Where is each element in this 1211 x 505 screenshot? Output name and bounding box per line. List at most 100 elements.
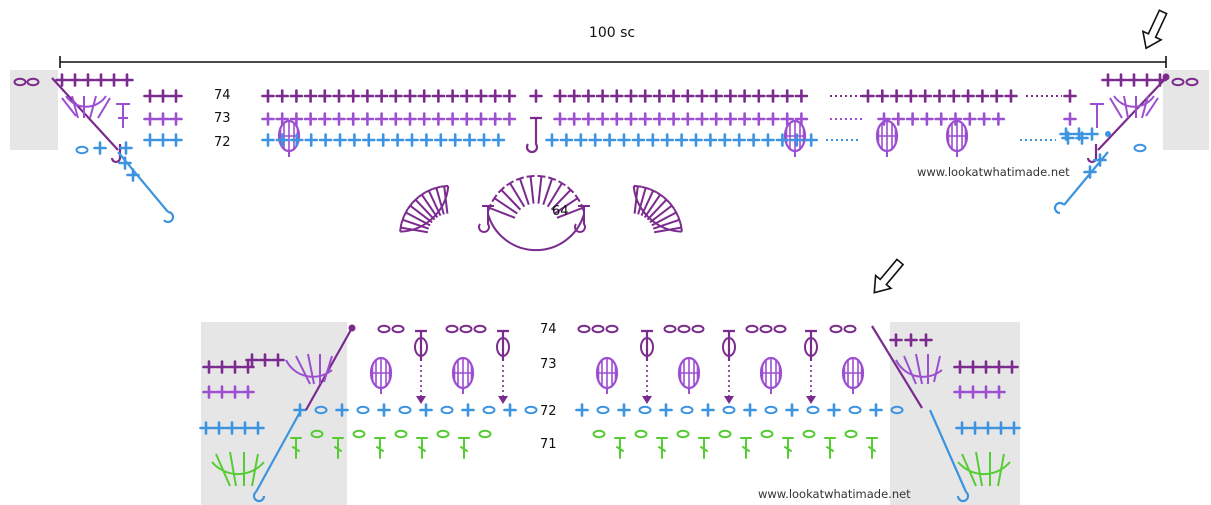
dc-top xyxy=(633,184,642,188)
dc-stem xyxy=(654,226,682,234)
chain-icon xyxy=(722,405,736,415)
dc-top xyxy=(399,223,403,232)
diagonal-connector xyxy=(871,325,923,409)
single-crochet-icon xyxy=(804,133,819,147)
dc-top xyxy=(656,191,665,198)
row-label-64: 64 xyxy=(552,204,569,219)
dc-top xyxy=(411,196,420,204)
single-crochet-icon xyxy=(169,89,183,103)
dc-top xyxy=(497,186,506,194)
double-crochet-icon xyxy=(656,437,668,459)
watermark-bottom: www.lookatwhatimade.net xyxy=(758,487,911,501)
row-73-stitches xyxy=(143,112,1077,159)
single-crochet-icon xyxy=(737,89,752,103)
chain-icon xyxy=(691,324,705,334)
dc-top xyxy=(558,180,566,187)
chain-icon xyxy=(394,429,408,439)
single-crochet-icon xyxy=(732,133,747,147)
dc-top xyxy=(526,174,535,178)
dc-top xyxy=(673,208,679,217)
popcorn-stitch-icon xyxy=(875,119,899,159)
single-crochet-icon xyxy=(120,73,134,87)
popcorn-stitch-icon xyxy=(451,356,475,396)
single-crochet-icon xyxy=(333,133,347,147)
single-crochet-icon xyxy=(932,89,947,103)
single-crochet-icon xyxy=(417,112,432,126)
single-crochet-icon xyxy=(1114,73,1128,87)
single-crochet-icon xyxy=(666,89,681,103)
single-crochet-icon xyxy=(609,112,624,126)
dc-stem xyxy=(649,204,673,224)
top-left-corner xyxy=(13,77,175,224)
chain-icon xyxy=(352,429,366,439)
dc-stem xyxy=(414,199,436,221)
chain-icon xyxy=(680,405,694,415)
single-crochet-icon xyxy=(261,89,275,103)
dc-stem xyxy=(646,199,668,221)
chain-icon xyxy=(592,429,606,439)
single-crochet-icon xyxy=(360,89,375,103)
single-crochet-icon xyxy=(559,133,574,147)
single-crochet-icon xyxy=(419,133,434,147)
single-crochet-icon xyxy=(573,133,588,147)
single-crochet-icon xyxy=(1101,73,1115,87)
dc-stem xyxy=(509,182,526,208)
single-crochet-icon xyxy=(861,89,875,103)
arrow-icon xyxy=(1141,9,1168,50)
single-crochet-icon xyxy=(332,89,346,103)
dc-top xyxy=(406,201,414,210)
row-64-fans xyxy=(399,174,683,252)
single-crochet-icon xyxy=(595,89,610,103)
single-crochet-icon xyxy=(303,112,318,126)
hook-icon xyxy=(574,205,590,233)
single-crochet-icon xyxy=(94,73,108,87)
single-crochet-icon xyxy=(680,89,695,103)
chain-icon xyxy=(596,405,610,415)
stitch-count-measure xyxy=(59,56,1167,68)
single-crochet-icon xyxy=(717,133,732,147)
chain-icon xyxy=(605,324,619,334)
single-crochet-icon xyxy=(689,133,703,147)
dc-stem xyxy=(546,182,563,208)
single-crochet-icon xyxy=(346,89,361,103)
single-crochet-icon xyxy=(156,112,170,126)
row-74-stitches xyxy=(55,73,1167,103)
single-crochet-icon xyxy=(317,112,332,126)
single-crochet-icon xyxy=(81,73,95,87)
hook-icon xyxy=(956,491,970,503)
single-crochet-icon xyxy=(785,403,799,417)
single-crochet-icon xyxy=(581,112,596,126)
dc-stem xyxy=(556,206,583,219)
single-crochet-icon xyxy=(503,403,517,417)
single-crochet-icon xyxy=(545,133,559,147)
single-crochet-icon xyxy=(905,112,920,126)
single-crochet-icon xyxy=(660,133,675,147)
chain-icon xyxy=(677,324,691,334)
double-crochet-icon xyxy=(740,437,752,459)
dc-top xyxy=(537,174,546,178)
chain-icon xyxy=(634,429,648,439)
chain-icon xyxy=(524,405,538,415)
single-crochet-icon xyxy=(433,133,448,147)
stitch-count-label: 100 sc xyxy=(589,25,635,41)
single-crochet-icon xyxy=(169,112,183,126)
single-crochet-icon xyxy=(609,89,624,103)
single-crochet-icon xyxy=(317,89,332,103)
single-crochet-icon xyxy=(761,133,775,147)
single-crochet-icon xyxy=(695,89,709,103)
double-crochet-icon xyxy=(458,437,470,459)
single-crochet-icon xyxy=(624,112,638,126)
single-crochet-icon xyxy=(488,89,503,103)
dc-stem xyxy=(427,190,442,217)
join-dot xyxy=(348,324,356,332)
single-crochet-icon xyxy=(403,89,417,103)
popcorn-stitch-icon xyxy=(369,356,393,396)
watermark-top: www.lookatwhatimade.net xyxy=(917,165,1070,179)
chain-icon xyxy=(718,429,732,439)
single-crochet-icon xyxy=(666,112,681,126)
single-crochet-icon xyxy=(617,403,631,417)
pointer-arrowhead xyxy=(724,396,734,404)
single-crochet-icon xyxy=(737,112,752,126)
single-crochet-icon xyxy=(991,112,1006,126)
row-label-74: 74 xyxy=(214,88,231,103)
